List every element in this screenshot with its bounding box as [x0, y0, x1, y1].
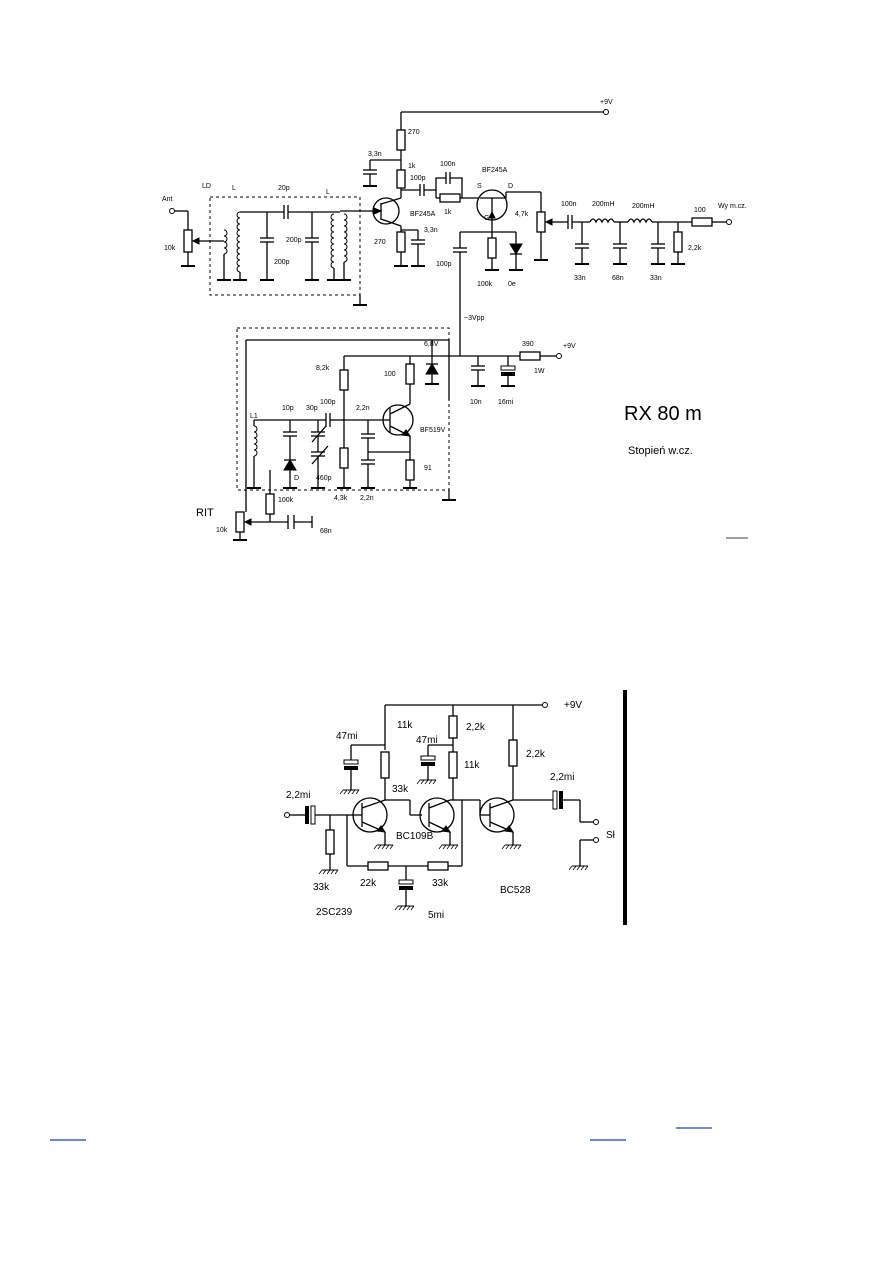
label-sk: Sł	[606, 830, 616, 841]
label-c100n-out: 100n	[561, 201, 577, 208]
rit-label: RIT	[196, 507, 214, 519]
label-v6-8: 6,8V	[424, 341, 439, 348]
label-d0e: 0e	[508, 281, 516, 288]
label-l2: L	[326, 189, 330, 196]
label-r2k2: 2,2k	[688, 245, 702, 252]
label-r270: 270	[408, 129, 420, 136]
label-r22k: 22k	[360, 878, 377, 889]
label-supply: +9V	[600, 99, 613, 106]
label-bf245a: BF245A	[482, 167, 508, 174]
supply-rail	[400, 109, 609, 130]
label-r1w: 1W	[534, 368, 545, 375]
label-r1k: 1k	[408, 163, 416, 170]
label-d: D	[508, 183, 513, 190]
label-c47mi-a: 47mi	[336, 731, 358, 742]
label-c2mi-out: 2,2mi	[550, 772, 574, 783]
label-r390: 390	[522, 341, 534, 348]
label-r11k-b: 11k	[464, 760, 480, 771]
label-c2n2-b: 2,2n	[360, 495, 374, 502]
label-c30p: 30p	[306, 405, 318, 412]
footer-links	[50, 1127, 712, 1141]
label-pot10k: 10k	[164, 245, 176, 252]
label-r33k-a: 33k	[392, 784, 409, 795]
rf-stage-schematic: +9V 270 3,3n 1k 100p 100n BF245A S D G A…	[162, 99, 748, 541]
label-c47mi-b: 47mi	[416, 735, 438, 746]
label-r100-out: 100	[694, 207, 706, 214]
label-r33k-in: 33k	[313, 882, 330, 893]
capacitor-3n3-b	[401, 229, 426, 267]
label-c68n-rit: 68n	[320, 528, 332, 535]
label-c33n-2: 33n	[650, 275, 662, 282]
label-c5mi: 5mi	[428, 910, 444, 921]
label-g: G	[484, 215, 489, 222]
label-ant: Ant	[162, 196, 173, 203]
capacitor-3n3-top	[362, 159, 401, 187]
label-c3n3: 3,3n	[368, 151, 382, 158]
label-c2n2-a: 2,2n	[356, 405, 370, 412]
transistor-bc109b	[419, 797, 455, 833]
label-l200mh-2: 200mH	[632, 203, 655, 210]
label-ld: LD	[202, 183, 211, 190]
label-c460p: 460p	[316, 475, 332, 482]
label-c68n: 68n	[612, 275, 624, 282]
label-r4k7: 4,7k	[515, 211, 529, 218]
label-c20p: 20p	[278, 185, 290, 192]
label-wy: Wy m.cz.	[718, 203, 747, 210]
label-c100p: 100p	[410, 175, 426, 182]
label-c100p-c: 100p	[320, 399, 336, 406]
label-pot10k-rit: 10k	[216, 527, 228, 534]
resistor-270-b	[396, 231, 406, 253]
af-amplifier-schematic: +9V 47mi 11k 2,2k 47mi 11k 2,2k 2,2mi 2,…	[284, 690, 627, 925]
label-c200p-b: 200p	[274, 259, 290, 266]
label-c16mi: 16mi	[498, 399, 514, 406]
label-l1-osc: L1	[250, 413, 258, 420]
label-r11k-a: 11k	[397, 720, 413, 731]
label-supply-2: +9V	[564, 700, 582, 711]
label-lo-level: ~3Vpp	[464, 315, 485, 322]
label-l1: L	[232, 185, 236, 192]
label-r100k-rit: 100k	[278, 497, 294, 504]
label-c200p-a: 200p	[286, 237, 302, 244]
schematic-title: RX 80 m	[624, 403, 702, 425]
label-c3n3-b: 3,3n	[424, 227, 438, 234]
label-c2mi-in: 2,2mi	[286, 790, 310, 801]
label-2sc239: 2SC239	[316, 907, 353, 918]
label-r1k-b: 1k	[444, 209, 452, 216]
label-r100: 100	[384, 371, 396, 378]
label-c10n: 10n	[470, 399, 482, 406]
label-r2k2-a: 2,2k	[466, 722, 486, 733]
label-r270-b: 270	[374, 239, 386, 246]
label-bf245a-low: BF245A	[410, 211, 436, 218]
label-plus9v: +9V	[563, 343, 576, 350]
label-d-osc: D	[294, 475, 299, 482]
label-r8k2: 8,2k	[316, 365, 330, 372]
label-r100k: 100k	[477, 281, 493, 288]
label-l200mh-1: 200mH	[592, 201, 615, 208]
label-bc528: BC528	[500, 885, 531, 896]
jfet-bf245a-1	[340, 197, 402, 227]
label-r91: 91	[424, 465, 432, 472]
label-r4k3: 4,3k	[334, 495, 348, 502]
label-s: S	[477, 183, 482, 190]
transistor-bc528	[479, 797, 515, 833]
label-bf519v: BF519V	[420, 427, 446, 434]
label-c100n: 100n	[440, 161, 456, 168]
transistor-bf519v	[370, 403, 414, 437]
resistor-1k	[396, 169, 406, 189]
label-bc109b: BC109B	[396, 831, 434, 842]
schematic-subtitle: Stopień w.cz.	[628, 445, 693, 457]
label-r2k2-b: 2,2k	[526, 749, 546, 760]
resistor-270-top	[396, 129, 406, 151]
label-c10p: 10p	[282, 405, 294, 412]
label-c100p-b: 100p	[436, 261, 452, 268]
label-c33n-1: 33n	[574, 275, 586, 282]
label-r33k-b: 33k	[432, 878, 449, 889]
